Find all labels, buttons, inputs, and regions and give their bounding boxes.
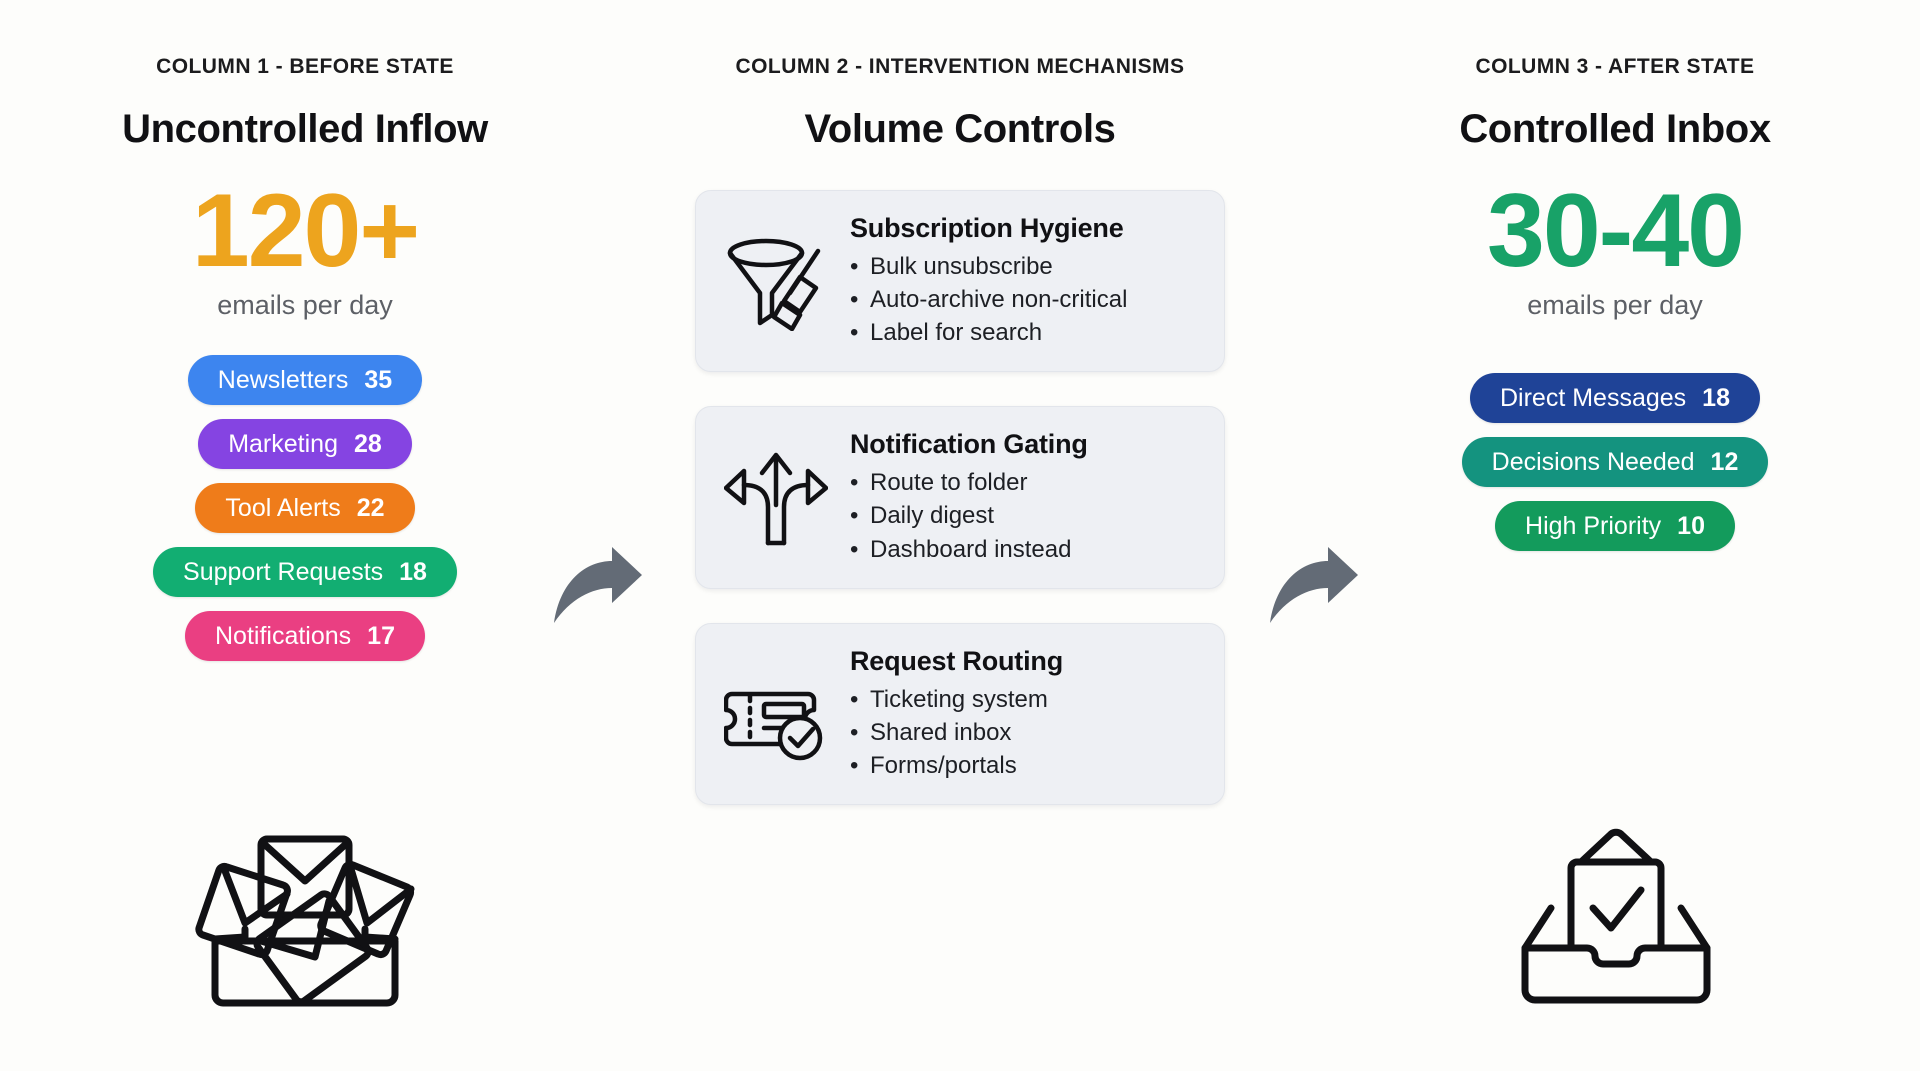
pill-value: 10 bbox=[1677, 511, 1705, 540]
card-title: Request Routing bbox=[850, 645, 1063, 676]
pill-newsletters[interactable]: Newsletters 35 bbox=[187, 355, 423, 406]
column-2-kicker: COLUMN 2 - INTERVENTION MECHANISMS bbox=[735, 55, 1185, 78]
pill-value: 12 bbox=[1710, 447, 1739, 476]
three-way-arrow-icon bbox=[722, 443, 830, 551]
ticket-check-icon bbox=[722, 660, 830, 768]
before-stat-value: 120+ bbox=[191, 173, 420, 289]
card-subscription-hygiene[interactable]: Subscription Hygiene Bulk unsubscribe Au… bbox=[695, 190, 1225, 373]
pill-value: 18 bbox=[1702, 383, 1730, 412]
card-title: Subscription Hygiene bbox=[850, 213, 1124, 243]
pill-value: 28 bbox=[353, 429, 382, 458]
pill-value: 17 bbox=[367, 621, 395, 650]
pill-direct-messages[interactable]: Direct Messages 18 bbox=[1470, 373, 1760, 424]
before-pill-stack: Newsletters 35 Marketing 28 Tool Alerts … bbox=[40, 355, 570, 662]
card-bullet: Forms/portals bbox=[850, 749, 1198, 782]
curved-forward-arrow-icon bbox=[548, 547, 644, 631]
pill-marketing[interactable]: Marketing 28 bbox=[198, 419, 412, 470]
card-bullet: Auto-archive non-critical bbox=[850, 283, 1198, 316]
card-body: Notification Gating Route to folder Dail… bbox=[850, 429, 1198, 565]
pill-notifications[interactable]: Notifications 17 bbox=[185, 611, 425, 662]
arrow-controls-to-after bbox=[1264, 545, 1360, 632]
card-bullets: Bulk unsubscribe Auto-archive non-critic… bbox=[850, 250, 1198, 349]
before-stat-caption: emails per day bbox=[217, 290, 393, 321]
card-request-routing[interactable]: Request Routing Ticketing system Shared … bbox=[695, 622, 1225, 805]
pill-decisions-needed[interactable]: Decisions Needed 12 bbox=[1461, 437, 1769, 488]
pill-high-priority[interactable]: High Priority 10 bbox=[1495, 501, 1735, 552]
funnel-broom-icon bbox=[722, 227, 830, 335]
card-body: Request Routing Ticketing system Shared … bbox=[850, 646, 1198, 782]
pill-label: Newsletters bbox=[217, 365, 349, 394]
card-body: Subscription Hygiene Bulk unsubscribe Au… bbox=[850, 213, 1198, 349]
after-stat: 30-40 emails per day bbox=[1350, 178, 1880, 321]
before-stat: 120+ emails per day bbox=[40, 178, 570, 321]
pill-tool-alerts[interactable]: Tool Alerts 22 bbox=[195, 483, 415, 534]
column-1-kicker: COLUMN 1 - BEFORE STATE bbox=[156, 55, 454, 78]
card-bullets: Route to folder Daily digest Dashboard i… bbox=[850, 466, 1198, 565]
pill-label: Notifications bbox=[215, 621, 352, 650]
card-bullet: Ticketing system bbox=[850, 683, 1198, 716]
column-intervention-mechanisms: COLUMN 2 - INTERVENTION MECHANISMS Volum… bbox=[600, 0, 1320, 1071]
pill-label: Marketing bbox=[228, 429, 338, 458]
card-bullet: Shared inbox bbox=[850, 716, 1198, 749]
card-title: Notification Gating bbox=[850, 429, 1088, 460]
pill-value: 35 bbox=[364, 365, 393, 394]
pill-label: High Priority bbox=[1525, 511, 1662, 540]
after-stat-value: 30-40 bbox=[1487, 173, 1745, 289]
column-1-title: Uncontrolled Inflow bbox=[122, 107, 488, 151]
column-before-state: COLUMN 1 - BEFORE STATE Uncontrolled Inf… bbox=[40, 0, 570, 1071]
pill-support-requests[interactable]: Support Requests 18 bbox=[153, 547, 457, 598]
after-stat-caption: emails per day bbox=[1527, 290, 1703, 321]
pill-value: 18 bbox=[399, 557, 427, 586]
column-3-title: Controlled Inbox bbox=[1459, 107, 1771, 151]
column-2-title: Volume Controls bbox=[804, 107, 1116, 151]
pill-label: Support Requests bbox=[183, 557, 384, 586]
overflowing-inbox-illustration bbox=[40, 821, 570, 1016]
column-3-kicker: COLUMN 3 - AFTER STATE bbox=[1475, 55, 1755, 78]
arrow-before-to-controls bbox=[548, 545, 644, 632]
pill-value: 22 bbox=[356, 493, 385, 522]
curved-forward-arrow-icon bbox=[1264, 547, 1360, 631]
card-bullet: Route to folder bbox=[850, 466, 1198, 499]
tidy-inbox-illustration bbox=[1350, 826, 1880, 1016]
card-bullet: Daily digest bbox=[850, 499, 1198, 532]
tidy-inbox-check-icon bbox=[1515, 826, 1715, 1016]
card-bullets: Ticketing system Shared inbox Forms/port… bbox=[850, 683, 1198, 782]
after-pill-stack: Direct Messages 18 Decisions Needed 12 H… bbox=[1350, 373, 1880, 552]
pill-label: Direct Messages bbox=[1500, 383, 1687, 412]
card-notification-gating[interactable]: Notification Gating Route to folder Dail… bbox=[695, 406, 1225, 589]
card-bullet: Dashboard instead bbox=[850, 533, 1198, 566]
pill-label: Decisions Needed bbox=[1491, 447, 1695, 476]
pill-label: Tool Alerts bbox=[225, 493, 341, 522]
overflowing-inbox-icon bbox=[193, 821, 417, 1016]
card-bullet: Bulk unsubscribe bbox=[850, 250, 1198, 283]
card-bullet: Label for search bbox=[850, 316, 1198, 349]
mechanism-card-list: Subscription Hygiene Bulk unsubscribe Au… bbox=[600, 190, 1320, 805]
column-after-state: COLUMN 3 - AFTER STATE Controlled Inbox … bbox=[1350, 0, 1880, 1071]
